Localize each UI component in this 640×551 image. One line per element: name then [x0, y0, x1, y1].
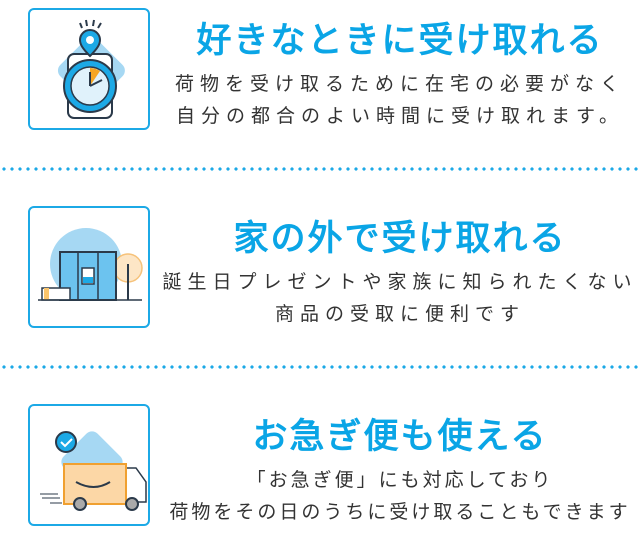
feature-title: 好きなときに受け取れる [196, 21, 604, 61]
feature-description: 誕生日プレゼントや家族に知られたくない 商品の受取に便利です [160, 266, 640, 330]
locker-icon [28, 206, 150, 328]
delivery-truck-icon [28, 404, 150, 526]
feature-description: 荷物を受け取るために在宅の必要がなく 自分の都合のよい時間に受け取れます。 [160, 68, 640, 132]
description-line: 自分の都合のよい時間に受け取れます。 [175, 105, 625, 127]
dotted-divider [0, 365, 640, 369]
feature-anytime: 好きなときに受け取れる 荷物を受け取るために在宅の必要がなく 自分の都合のよい時… [0, 8, 640, 138]
feature-description: 「お急ぎ便」にも対応しており 荷物をその日のうちに受け取ることもできます [160, 464, 640, 528]
description-line: 「お急ぎ便」にも対応しており [246, 469, 554, 491]
description-line: 荷物をその日のうちに受け取ることもできます [169, 501, 631, 523]
description-line: 荷物を受け取るために在宅の必要がなく [174, 73, 625, 95]
description-line: 商品の受取に便利です [274, 303, 525, 325]
feature-express: お急ぎ便も使える 「お急ぎ便」にも対応しており 荷物をその日のうちに受け取ること… [0, 404, 640, 534]
feature-title: お急ぎ便も使える [252, 417, 548, 457]
feature-outside-home: 家の外で受け取れる 誕生日プレゼントや家族に知られたくない 商品の受取に便利です [0, 206, 640, 336]
description-line: 誕生日プレゼントや家族に知られたくない [162, 271, 638, 293]
watch-location-icon [28, 8, 150, 130]
dotted-divider [0, 167, 640, 171]
feature-title: 家の外で受け取れる [233, 219, 567, 259]
